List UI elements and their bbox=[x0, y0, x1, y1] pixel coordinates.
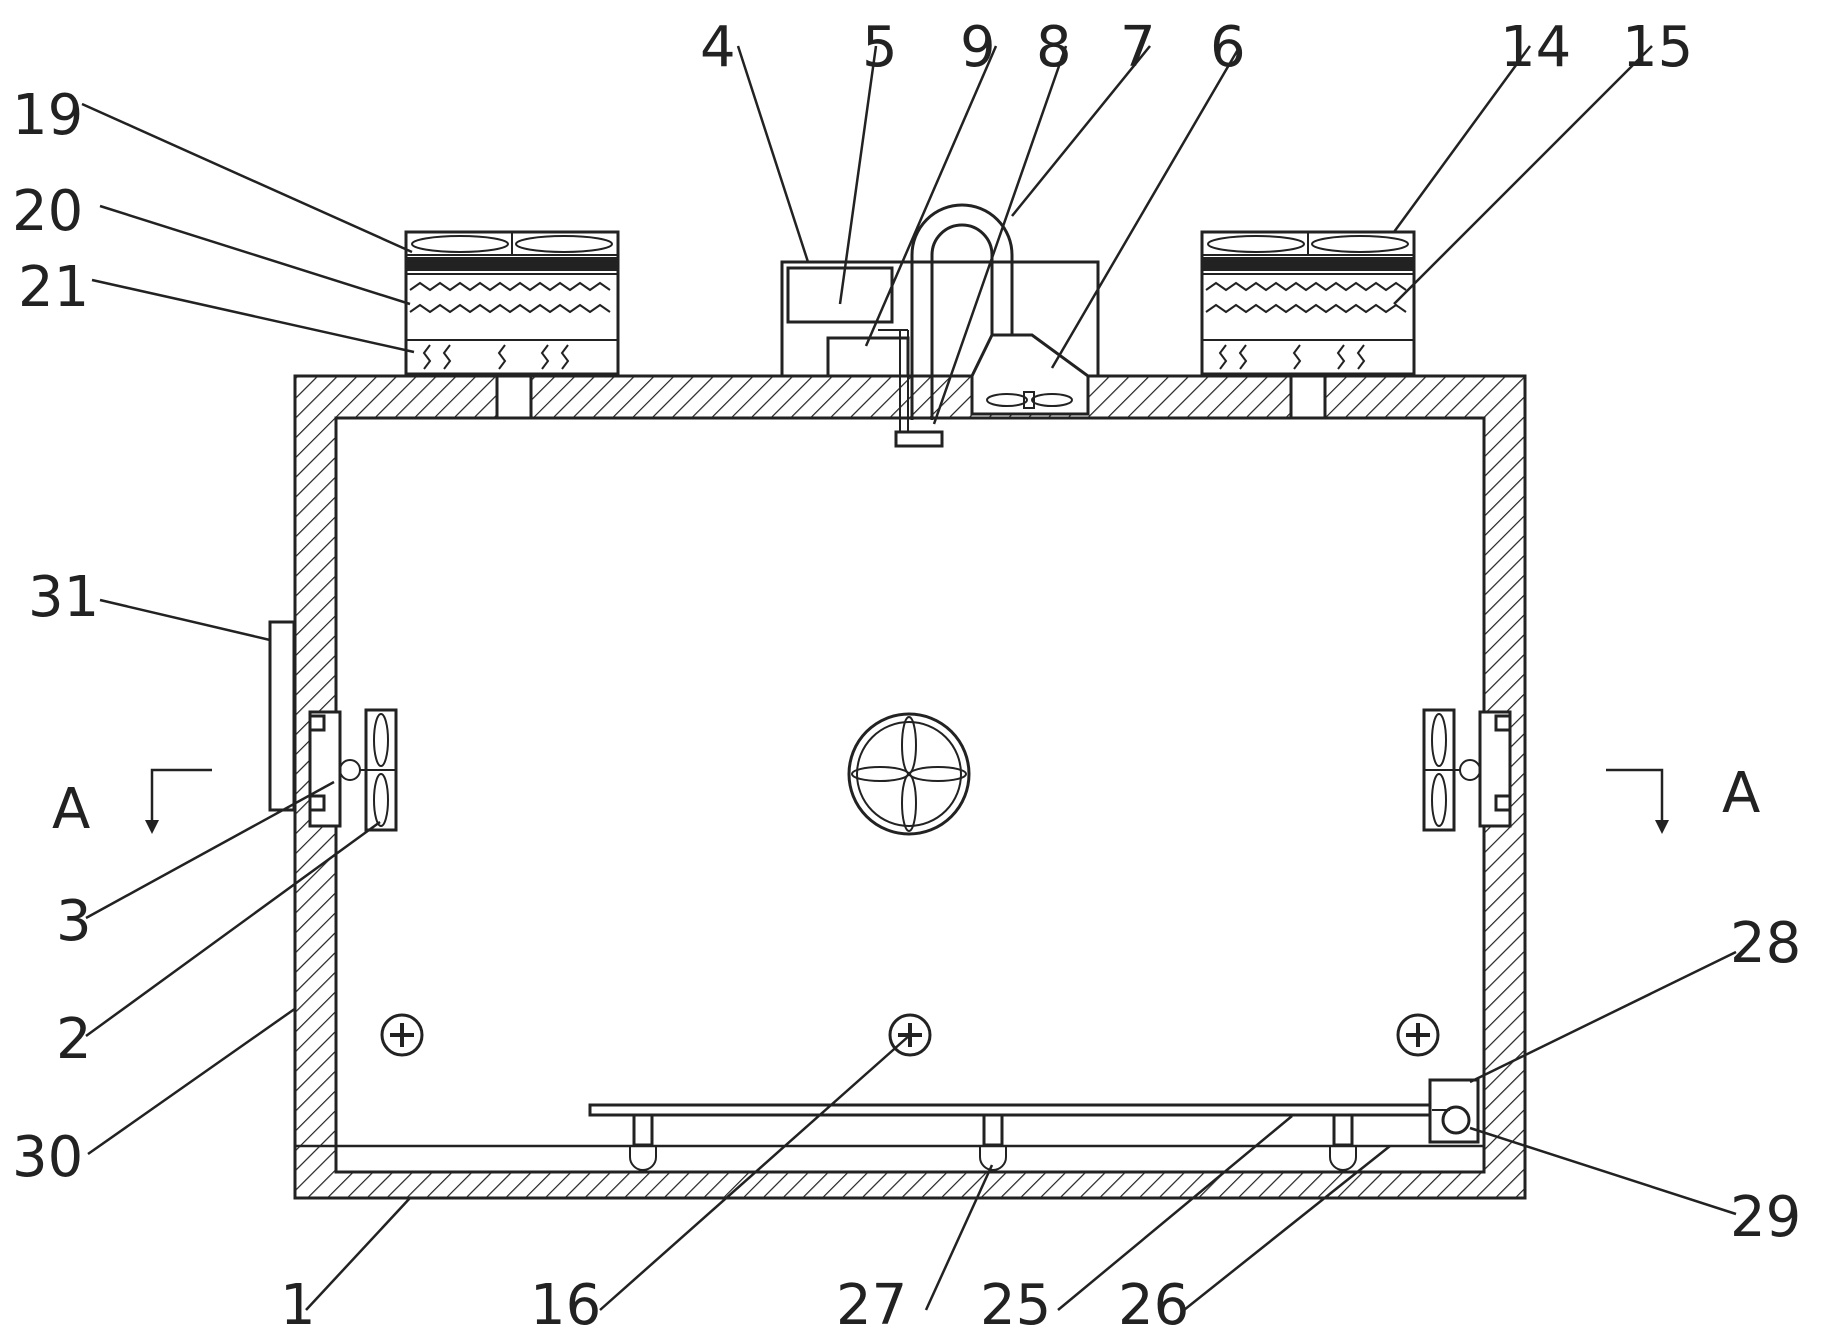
label-2: 2 bbox=[56, 1007, 92, 1072]
label-16: 16 bbox=[530, 1273, 601, 1333]
label-28: 28 bbox=[1730, 911, 1801, 976]
left-filter-duct bbox=[495, 374, 533, 420]
svg-text:A: A bbox=[52, 777, 90, 842]
label-20: 20 bbox=[12, 179, 83, 244]
label-31: 31 bbox=[28, 565, 99, 630]
label-4: 4 bbox=[700, 15, 736, 80]
label-5: 5 bbox=[862, 15, 898, 80]
box-wall bbox=[293, 374, 1527, 1200]
label-3: 3 bbox=[56, 889, 92, 954]
label-8: 8 bbox=[1036, 15, 1072, 80]
top-center-unit bbox=[780, 203, 1100, 448]
label-25: 25 bbox=[980, 1273, 1051, 1333]
label-15: 15 bbox=[1622, 15, 1693, 80]
bottom-tray bbox=[588, 1078, 1480, 1171]
side-panel bbox=[268, 620, 296, 812]
right-filter-box bbox=[1200, 230, 1416, 376]
left-filter-box bbox=[404, 230, 620, 376]
right-filter-duct bbox=[1289, 374, 1327, 420]
section-marker-right: A bbox=[1606, 761, 1760, 834]
right-wall-fan bbox=[1422, 708, 1512, 832]
label-9: 9 bbox=[960, 15, 996, 80]
label-1: 1 bbox=[280, 1273, 316, 1333]
label-14: 14 bbox=[1500, 15, 1571, 80]
center-fan-icon bbox=[847, 712, 971, 836]
label-30: 30 bbox=[12, 1125, 83, 1190]
label-26: 26 bbox=[1118, 1273, 1189, 1333]
section-marker-left: A bbox=[52, 768, 212, 842]
leader-lines bbox=[81, 45, 1737, 1311]
label-29: 29 bbox=[1730, 1185, 1801, 1250]
label-6: 6 bbox=[1210, 15, 1246, 80]
label-27: 27 bbox=[836, 1273, 907, 1333]
left-wall-fan bbox=[308, 708, 398, 832]
svg-text:A: A bbox=[1722, 761, 1760, 826]
reference-labels: 19 20 21 4 5 9 8 7 6 14 15 31 3 2 30 1 1… bbox=[12, 15, 1801, 1333]
label-21: 21 bbox=[18, 255, 89, 320]
label-7: 7 bbox=[1120, 15, 1156, 80]
label-19: 19 bbox=[12, 83, 83, 148]
